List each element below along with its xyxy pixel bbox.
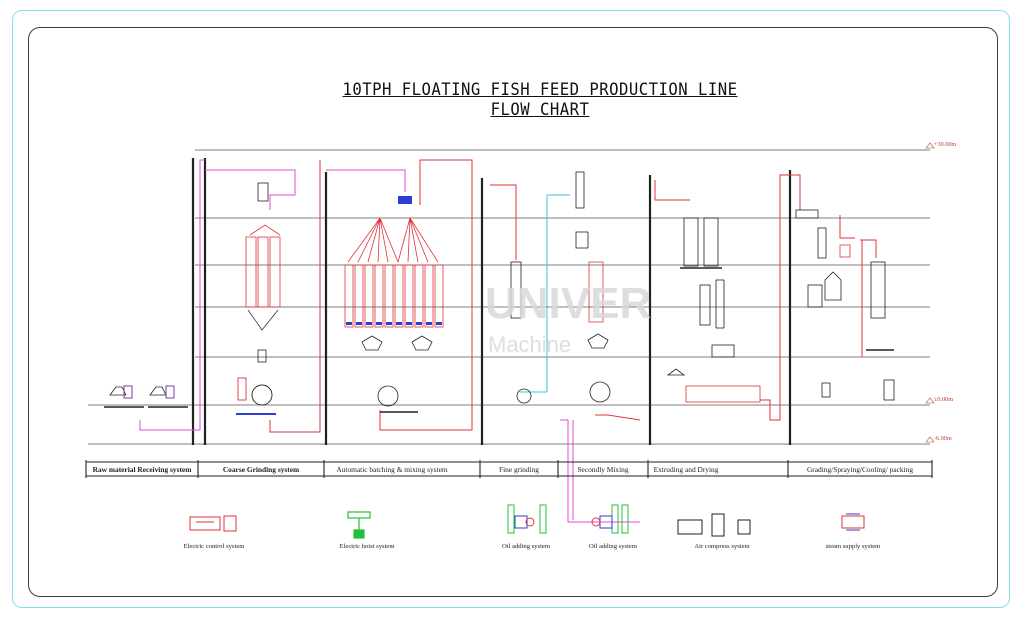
- outer-frame: [12, 10, 1010, 608]
- cyan-pipes: [520, 194, 570, 393]
- watermark: UNIVER Machine: [485, 279, 651, 357]
- section-label-fine-grinding: Fine grinding: [499, 465, 539, 474]
- section-label-coarse-grinding: Coarse Grinding system: [223, 465, 300, 474]
- aux-label-oil-adding-1: Oil adding system: [502, 543, 551, 550]
- control-cabinet-icon: [189, 515, 237, 532]
- svg-text:±0.00m: ±0.00m: [934, 396, 953, 403]
- chart-title: 10TPH FLOATING FISH FEED PRODUCTION LINE…: [342, 80, 738, 120]
- extruding-drying-equipment: [666, 217, 761, 403]
- section-label-receiving: Raw material Receiving system: [93, 465, 193, 474]
- fine-grinding-equipment: [510, 261, 532, 404]
- svg-text:-6.00m: -6.00m: [934, 435, 952, 442]
- aux-label-electric-hoist: Electric hoist system: [340, 543, 396, 550]
- section-label-grading-packing: Grading/Spraying/Cooling/ packing: [807, 465, 913, 474]
- section-label-batching-mixing: Automatic batching & mixing system: [336, 465, 448, 474]
- section-label-secondly-mixing: Secondly Mixing: [577, 465, 628, 474]
- receiving-equipment: [104, 385, 188, 408]
- coarse-grinding-bins: [236, 182, 281, 415]
- hoist-icon: [347, 511, 371, 539]
- svg-text:UNIVER: UNIVER: [485, 279, 651, 328]
- svg-text:Machine: Machine: [488, 332, 571, 357]
- boiler-icon: [841, 513, 865, 531]
- level-marker-top: +30.00m: [925, 141, 956, 149]
- aux-label-air-compress: Air compress system: [694, 543, 750, 550]
- structure-columns: [191, 158, 792, 445]
- section-label-extruding-drying: Extruding and Drying: [654, 465, 719, 474]
- inner-frame: [28, 27, 998, 597]
- aux-label-steam-supply: steam supply system: [826, 543, 881, 550]
- oil-tank-icon-right: [591, 504, 629, 534]
- svg-text:+30.00m: +30.00m: [934, 141, 956, 148]
- level-marker-low: -6.00m: [925, 435, 952, 443]
- magenta-pipes: [139, 159, 640, 523]
- section-axis: [85, 460, 933, 478]
- aux-label-electric-control: Electric control system: [184, 543, 246, 550]
- oil-tank-icon-left: [507, 504, 547, 534]
- aux-label-oil-adding-2: Oil adding system: [589, 543, 638, 550]
- grading-cooling-equipment: [795, 209, 895, 401]
- red-pipes: [269, 159, 877, 433]
- level-marker-mid: ±0.00m: [925, 396, 953, 404]
- secondary-mixing-equipment: [575, 171, 611, 403]
- batching-bins: [344, 196, 444, 413]
- air-compressor-icon: [677, 513, 751, 537]
